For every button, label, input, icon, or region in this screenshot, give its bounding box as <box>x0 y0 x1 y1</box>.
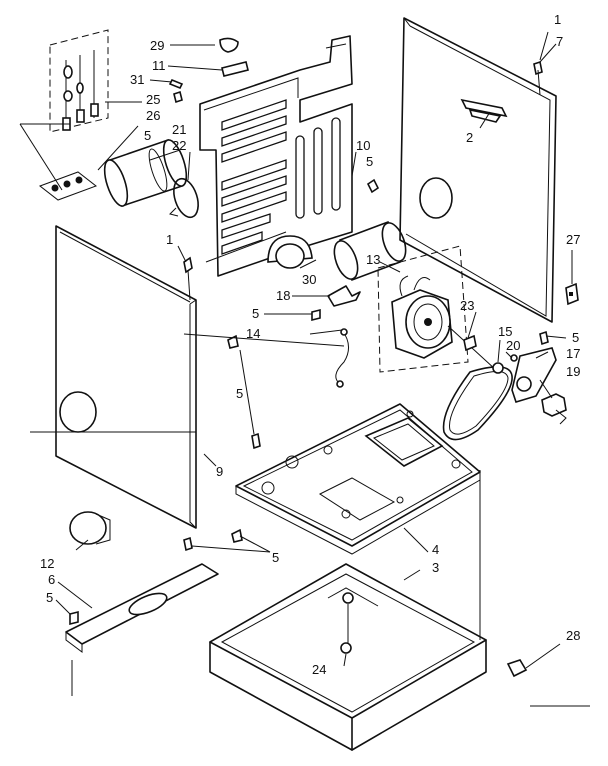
callout-1: 1 <box>554 12 561 27</box>
callout-5: 5 <box>46 590 53 605</box>
callout-7: 7 <box>556 34 563 49</box>
part-12-plug <box>69 511 111 545</box>
exhaust-duct <box>103 138 188 208</box>
terminal-block <box>19 123 139 201</box>
leader-lines <box>30 31 567 667</box>
callout-10: 10 <box>356 138 370 153</box>
callout-20: 20 <box>506 338 520 353</box>
callout-13: 13 <box>366 252 380 267</box>
part-27-latch <box>565 250 579 306</box>
callout-1: 1 <box>166 232 173 247</box>
leveling-foot <box>506 643 590 707</box>
callout-19: 19 <box>566 364 580 379</box>
callout-12: 12 <box>40 556 54 571</box>
callout-26: 26 <box>146 108 160 123</box>
callout-3: 3 <box>432 560 439 575</box>
callout-14: 14 <box>246 326 260 341</box>
callout-5: 5 <box>572 330 579 345</box>
drive-belt <box>442 366 513 441</box>
wire-harness-bracket <box>49 29 142 133</box>
screw-fasteners <box>69 90 549 626</box>
callout-17: 17 <box>566 346 580 361</box>
callout-27: 27 <box>566 232 580 247</box>
part-11-bracket <box>167 61 249 77</box>
part-29-clip <box>170 37 239 53</box>
callout-31: 31 <box>130 72 144 87</box>
callout-28: 28 <box>566 628 580 643</box>
callout-5: 5 <box>236 386 243 401</box>
callout-5: 5 <box>366 154 373 169</box>
left-side-panel <box>55 225 197 529</box>
callout-11: 11 <box>152 58 166 73</box>
callout-labels: 1 7 29 11 31 25 26 5 21 22 10 5 2 1 27 3… <box>40 12 580 677</box>
motor-assembly <box>377 245 497 373</box>
part-31-screw <box>149 78 184 90</box>
callout-25: 25 <box>146 92 160 107</box>
callout-5: 5 <box>144 128 151 143</box>
rear-panel <box>199 35 353 277</box>
callout-18: 18 <box>276 288 290 303</box>
callout-15: 15 <box>498 324 512 339</box>
right-side-panel <box>399 17 557 323</box>
idler-pulley <box>492 354 518 374</box>
callout-4: 4 <box>432 542 439 557</box>
blower-duct <box>333 220 407 282</box>
motor-mount-bracket <box>327 285 361 307</box>
callout-6: 6 <box>48 572 55 587</box>
callout-5: 5 <box>252 306 259 321</box>
callout-2: 2 <box>466 130 473 145</box>
motor-switch-wire <box>309 328 349 388</box>
callout-5: 5 <box>272 550 279 565</box>
callout-29: 29 <box>150 38 164 53</box>
idler-assembly <box>511 347 567 425</box>
callout-9: 9 <box>216 464 223 479</box>
callout-30: 30 <box>302 272 316 287</box>
base-frame <box>209 470 487 751</box>
callout-22: 22 <box>172 138 186 153</box>
base-floor <box>235 403 481 555</box>
callout-23: 23 <box>460 298 474 313</box>
duct-clamp <box>169 177 199 219</box>
toe-kick-panel <box>65 563 219 696</box>
callout-24: 24 <box>312 662 326 677</box>
callout-21: 21 <box>172 122 186 137</box>
